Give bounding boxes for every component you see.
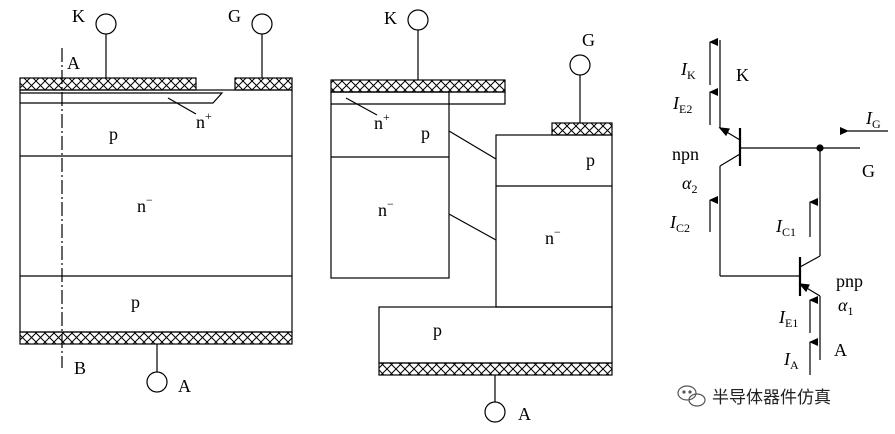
middle-gate-terminal-icon xyxy=(569,54,591,76)
npn-label: npn xyxy=(672,144,699,164)
left-a-label: A xyxy=(178,376,191,396)
alpha2-label: α2 xyxy=(682,173,697,196)
left-n-plus-leader xyxy=(167,97,197,115)
left-body xyxy=(19,89,293,333)
right-k-label: K xyxy=(736,65,749,85)
middle-p-bottom-label: p xyxy=(433,320,442,340)
left-gate-metal xyxy=(234,77,293,91)
middle-anode-terminal-icon xyxy=(484,401,506,423)
right-a-label: A xyxy=(834,340,847,360)
left-n-plus-region xyxy=(20,92,224,104)
ik-label: IK xyxy=(680,59,696,82)
left-p-top-label: p xyxy=(109,124,118,144)
npn-collector-lead xyxy=(719,153,741,167)
npn-emitter-arrow-icon xyxy=(718,127,730,137)
middle-left-block xyxy=(330,91,450,279)
middle-n-plus-label: n+ xyxy=(374,110,390,133)
ig-label: IG xyxy=(865,108,881,131)
middle-n-plus-region xyxy=(331,91,506,105)
wechat-icon xyxy=(677,385,706,407)
left-cathode-metal xyxy=(19,77,197,91)
middle-k-label: K xyxy=(384,8,397,28)
ie1-label: IE1 xyxy=(778,307,798,330)
left-p-bottom-label: p xyxy=(131,292,140,312)
middle-connector-lower xyxy=(448,213,497,241)
watermark-text: 半导体器件仿真 xyxy=(712,388,831,408)
watermark: 半导体器件仿真 xyxy=(677,385,831,408)
left-section-b-label: B xyxy=(74,358,86,378)
left-anode-terminal-icon xyxy=(146,371,168,393)
right-equivalent-circuit xyxy=(709,38,888,375)
ic1-label: IC1 xyxy=(775,216,796,239)
middle-n-minus-right-label: n− xyxy=(545,225,561,248)
left-cathode-terminal-icon xyxy=(95,13,117,35)
middle-split-structure xyxy=(330,9,613,423)
ia-label: IA xyxy=(783,349,799,372)
middle-anode-metal xyxy=(378,362,613,376)
left-anode-metal xyxy=(19,331,293,345)
middle-cathode-metal xyxy=(330,79,506,93)
right-labels: K G A npn pnp α2 α1 IK IE2 IG IC2 IC1 IE… xyxy=(669,59,881,372)
right-g-label: G xyxy=(862,161,875,181)
ic2-label: IC2 xyxy=(669,212,690,235)
left-labels: K G A A B p n− p n+ xyxy=(67,6,241,396)
pnp-collector-lead xyxy=(799,255,821,268)
ie2-label: IE2 xyxy=(672,93,692,116)
pnp-emitter-arrow-icon xyxy=(798,283,810,293)
middle-connector-upper xyxy=(448,130,497,160)
middle-p-right-label: p xyxy=(586,150,595,170)
middle-gate-metal xyxy=(551,122,613,136)
middle-bottom-block xyxy=(378,306,613,364)
left-n-plus-label: n+ xyxy=(196,109,212,132)
middle-labels: K G A n+ p n− p n− p xyxy=(374,8,595,424)
middle-p-left-label: p xyxy=(421,123,430,143)
left-g-label: G xyxy=(228,6,241,26)
left-section-a-label: A xyxy=(67,53,80,73)
left-k-label: K xyxy=(72,6,85,26)
left-n-minus-label: n− xyxy=(137,193,153,216)
pnp-label: pnp xyxy=(836,271,863,291)
middle-a-label: A xyxy=(518,404,531,424)
left-gate-terminal-icon xyxy=(251,13,273,35)
middle-cathode-terminal-icon xyxy=(407,9,429,31)
left-cross-section xyxy=(19,13,293,393)
alpha1-label: α1 xyxy=(838,295,853,318)
middle-g-label: G xyxy=(582,30,595,50)
middle-n-minus-left-label: n− xyxy=(378,197,394,220)
